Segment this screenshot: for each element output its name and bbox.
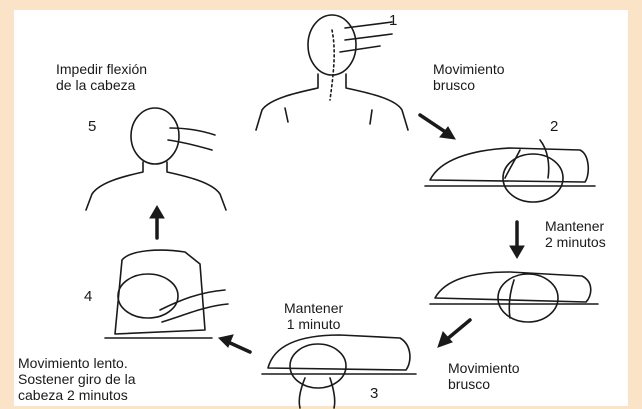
label-mantener-1-minuto: Mantener 1 minuto	[284, 300, 343, 332]
step-number-4: 4	[84, 288, 92, 305]
label-line: 1 minuto	[284, 316, 343, 332]
label-movimiento-brusco-1: Movimiento brusco	[433, 61, 505, 93]
figure-step-4-left	[105, 250, 228, 338]
figure-step-1	[256, 15, 408, 130]
label-line: 2 minutos	[545, 234, 606, 250]
label-impedir-flexion: Impedir flexión de la cabeza	[56, 61, 147, 93]
label-movimiento-brusco-2: Movimiento brusco	[448, 360, 520, 392]
step-number-5: 5	[88, 118, 96, 135]
label-line: Mantener	[545, 218, 606, 234]
label-line: de la cabeza	[56, 77, 147, 93]
figure-step-4-center	[262, 335, 416, 408]
label-line: Movimiento	[433, 61, 505, 77]
figure-step-2	[425, 140, 595, 202]
step-number-1: 1	[389, 12, 397, 29]
step-number-2: 2	[550, 118, 558, 135]
figure-step-3-right	[430, 272, 598, 322]
label-line: Sostener giro de la	[18, 371, 136, 387]
figure-step-5	[86, 108, 226, 210]
label-line: cabeza 2 minutos	[18, 387, 136, 403]
label-line: Mantener	[284, 300, 343, 316]
label-line: Movimiento	[448, 360, 520, 376]
label-line: Movimiento lento.	[18, 355, 136, 371]
label-mantener-2-minutos: Mantener 2 minutos	[545, 218, 606, 250]
step-number-3: 3	[370, 385, 378, 402]
label-movimiento-lento: Movimiento lento. Sostener giro de la ca…	[18, 355, 136, 403]
label-line: Impedir flexión	[56, 61, 147, 77]
label-line: brusco	[433, 77, 505, 93]
label-line: brusco	[448, 376, 520, 392]
